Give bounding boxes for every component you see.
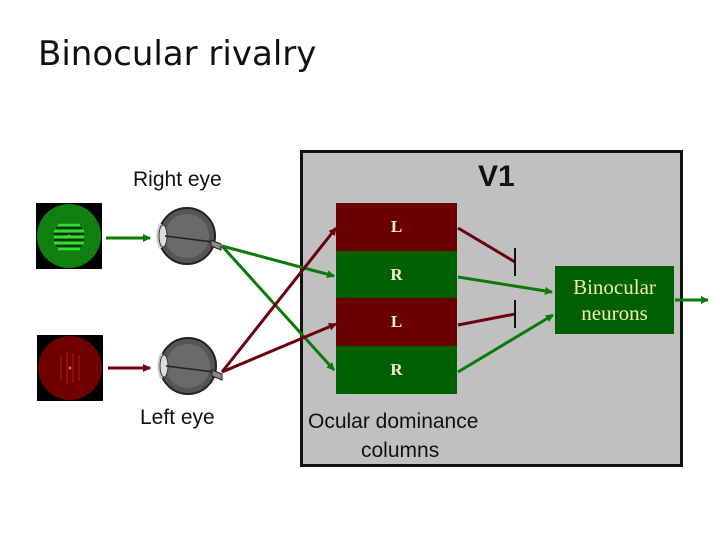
arrow-r2-to-binocular xyxy=(457,313,554,374)
arrow-left-eye-to-l2 xyxy=(221,322,337,374)
slide-title: Binocular rivalry xyxy=(38,34,317,74)
ocular-dominance-label-2: columns xyxy=(361,439,440,462)
binocular-neurons-box: Binocular neurons xyxy=(555,266,674,334)
left-eye-label: Left eye xyxy=(140,406,215,429)
right-eye-label: Right eye xyxy=(133,168,222,191)
arrow-r1-to-binocular xyxy=(457,275,553,295)
v1-label: V1 xyxy=(478,160,515,193)
column-left-2: L xyxy=(336,298,457,346)
horizontal-grating-icon xyxy=(37,204,101,268)
inhibitory-l1 xyxy=(457,226,516,264)
vertical-grating-icon xyxy=(38,336,102,400)
left-eye-icon xyxy=(157,337,223,395)
right-eye-stimulus xyxy=(36,203,102,269)
column-right-1: R xyxy=(336,251,457,299)
left-eye-stimulus xyxy=(37,335,103,401)
ocular-dominance-label-1: Ocular dominance xyxy=(308,410,479,433)
inhibitory-l2 xyxy=(457,312,516,327)
arrow-right-eye-to-r1 xyxy=(221,244,335,279)
arrow-left-eye-to-l1 xyxy=(220,227,338,373)
arrow-right-eye-to-r2 xyxy=(220,244,336,372)
right-eye-icon xyxy=(156,207,222,265)
column-right-2: R xyxy=(336,346,457,394)
column-left-1: L xyxy=(336,203,457,251)
binocular-label-2: neurons xyxy=(581,301,648,325)
binocular-label-1: Binocular xyxy=(573,275,656,299)
